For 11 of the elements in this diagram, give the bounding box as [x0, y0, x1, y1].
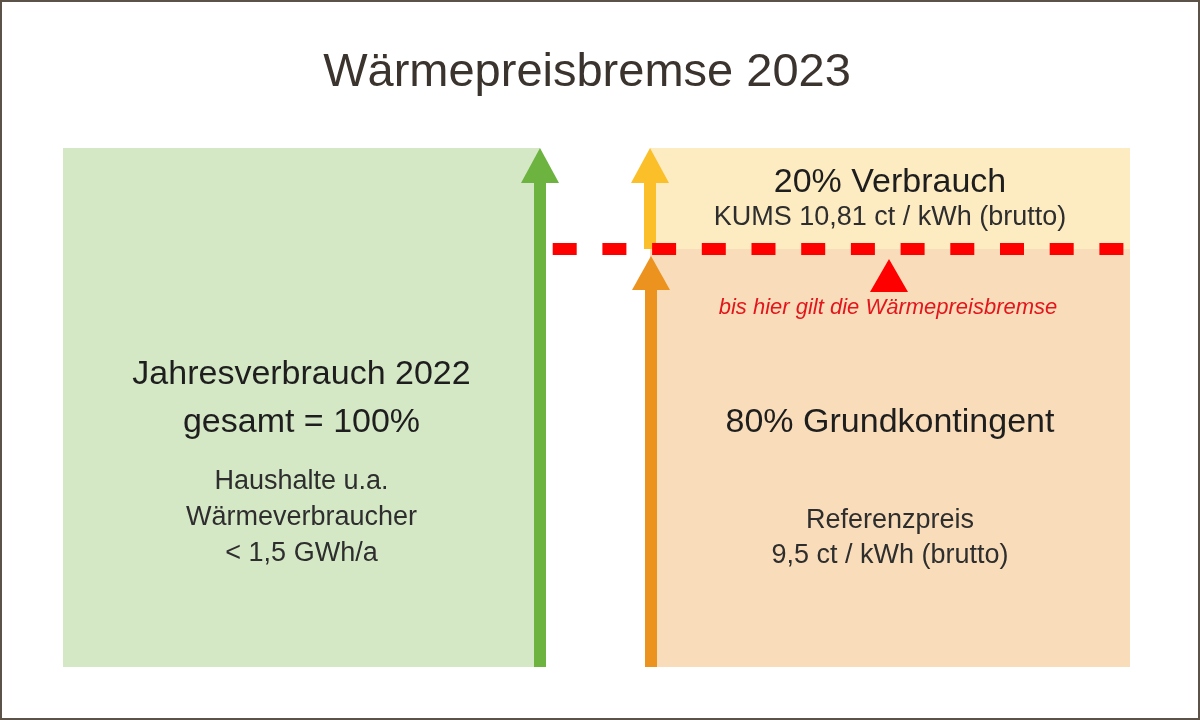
box-text: KUMS 10,81 ct / kWh (brutto): [713, 200, 1067, 232]
box-text: Haushalte u.a. Wärmeverbraucher < 1,5 GWh/a: [185, 464, 418, 569]
share-box: [650, 249, 1130, 667]
diagram-title: Wärmepreisbremse 2023: [323, 42, 851, 98]
share-box: [650, 148, 1130, 249]
threshold-note: bis hier gilt die Wärmepreisbremse: [718, 294, 1058, 320]
box-heading: 20% Verbrauch: [773, 160, 1007, 200]
total-consumption-box: [63, 148, 540, 667]
box-heading: Jahresverbrauch 2022 gesamt = 100%: [132, 352, 471, 441]
box-heading: 80% Grundkontingent: [725, 400, 1055, 440]
box-text: Referenzpreis 9,5 ct / kWh (brutto): [771, 503, 1009, 571]
